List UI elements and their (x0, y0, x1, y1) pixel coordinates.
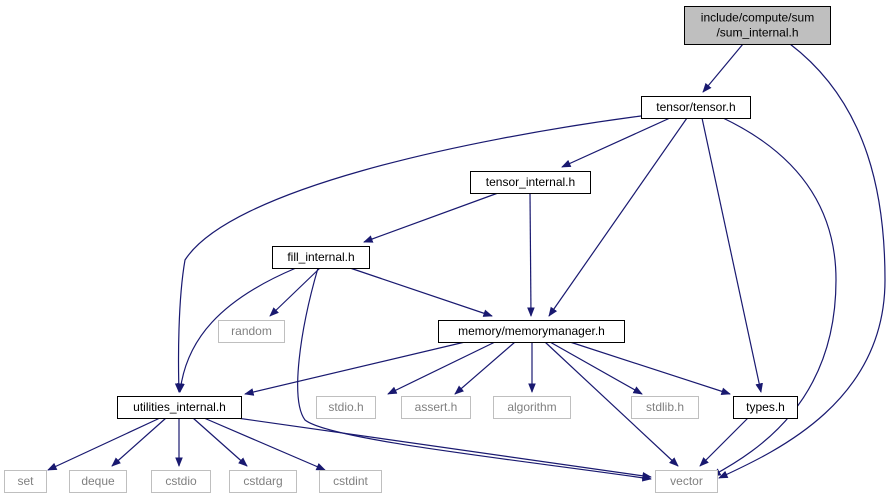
edge-memorymanager-to-assert (454, 341, 516, 395)
edge-tensor-to-memorymanager (548, 117, 688, 317)
node-tensor-internal[interactable]: tensor_internal.h (470, 171, 591, 194)
node-stdlib: stdlib.h (631, 396, 699, 419)
node-box (117, 396, 242, 419)
node-label: memory/memorymanager.h (458, 324, 605, 338)
node-vector: vector (655, 470, 718, 493)
node-box (641, 96, 751, 119)
node-sum-internal[interactable]: include/compute/sum/sum_internal.h (684, 6, 831, 45)
node-algorithm: algorithm (493, 396, 571, 419)
node-box (655, 470, 718, 493)
edge-memorymanager-to-types (569, 341, 731, 395)
edge-fill-internal-to-vector (297, 267, 652, 482)
node-set: set (4, 470, 47, 493)
edge-utilities-internal-to-deque (111, 417, 167, 467)
node-label: algorithm (507, 400, 556, 414)
nodes-layer: include/compute/sum/sum_internal.htensor… (4, 6, 831, 493)
node-box (316, 396, 376, 419)
edges-layer (47, 43, 886, 482)
node-cstdarg: cstdarg (229, 470, 297, 493)
node-random: random (218, 320, 285, 343)
node-cstdio: cstdio (151, 470, 211, 493)
node-label: /sum_internal.h (716, 26, 798, 40)
node-cstdint: cstdint (319, 470, 382, 493)
node-box (69, 470, 127, 493)
edge-tensor-internal-to-memorymanager (527, 192, 535, 317)
node-box (4, 470, 47, 493)
node-label: stdio.h (328, 400, 363, 414)
node-box (319, 470, 382, 493)
edge-utilities-internal-to-vector (236, 417, 652, 480)
node-label: assert.h (415, 400, 458, 414)
node-tensor[interactable]: tensor/tensor.h (641, 96, 751, 119)
edge-memorymanager-to-stdio (387, 341, 496, 395)
node-box (218, 320, 285, 343)
node-utilities-internal[interactable]: utilities_internal.h (117, 396, 242, 419)
node-box (401, 396, 471, 419)
edge-fill-internal-to-random (269, 267, 321, 317)
node-deque: deque (69, 470, 127, 493)
edge-tensor-internal-to-fill-internal (363, 192, 499, 243)
node-label: set (17, 474, 34, 488)
node-label: utilities_internal.h (133, 400, 226, 414)
node-types[interactable]: types.h (733, 396, 798, 419)
node-box (733, 396, 798, 419)
edge-sum-internal-to-vector (718, 43, 886, 479)
node-label: deque (81, 474, 115, 488)
edge-tensor-to-vector (711, 117, 837, 477)
edge-tensor-to-types (701, 117, 763, 393)
edge-fill-internal-to-utilities-internal (177, 267, 297, 393)
node-box (438, 320, 625, 343)
node-label: cstdio (165, 474, 197, 488)
node-box (631, 396, 699, 419)
edge-fill-internal-to-memorymanager (349, 267, 493, 317)
node-box (229, 470, 297, 493)
node-label: tensor_internal.h (486, 175, 575, 189)
node-label: cstdint (333, 474, 368, 488)
node-label: stdlib.h (646, 400, 684, 414)
node-box (151, 470, 211, 493)
edge-types-to-vector (699, 417, 749, 467)
node-stdio: stdio.h (316, 396, 376, 419)
edge-utilities-internal-to-cstdint (203, 417, 326, 471)
node-label: types.h (746, 400, 785, 414)
edge-utilities-internal-to-set (47, 417, 161, 471)
node-label: fill_internal.h (287, 250, 354, 264)
node-box (470, 171, 591, 194)
edge-tensor-to-utilities-internal (174, 115, 642, 393)
node-label: include/compute/sum (701, 11, 814, 25)
node-box (493, 396, 571, 419)
edge-sum-internal-to-tensor (702, 43, 744, 93)
edge-memorymanager-to-utilities-internal (244, 341, 466, 396)
node-label: tensor/tensor.h (656, 100, 735, 114)
node-label: cstdarg (243, 474, 282, 488)
edge-memorymanager-to-vector (544, 341, 679, 467)
node-assert: assert.h (401, 396, 471, 419)
edge-tensor-to-tensor-internal (561, 117, 671, 168)
node-label: vector (670, 474, 703, 488)
edge-utilities-internal-to-cstdarg (192, 417, 248, 467)
node-box (684, 6, 831, 45)
node-box (272, 246, 370, 269)
node-memorymanager[interactable]: memory/memorymanager.h (438, 320, 625, 343)
node-fill-internal[interactable]: fill_internal.h (272, 246, 370, 269)
edge-memorymanager-to-stdlib (549, 341, 643, 395)
node-label: random (231, 324, 272, 338)
